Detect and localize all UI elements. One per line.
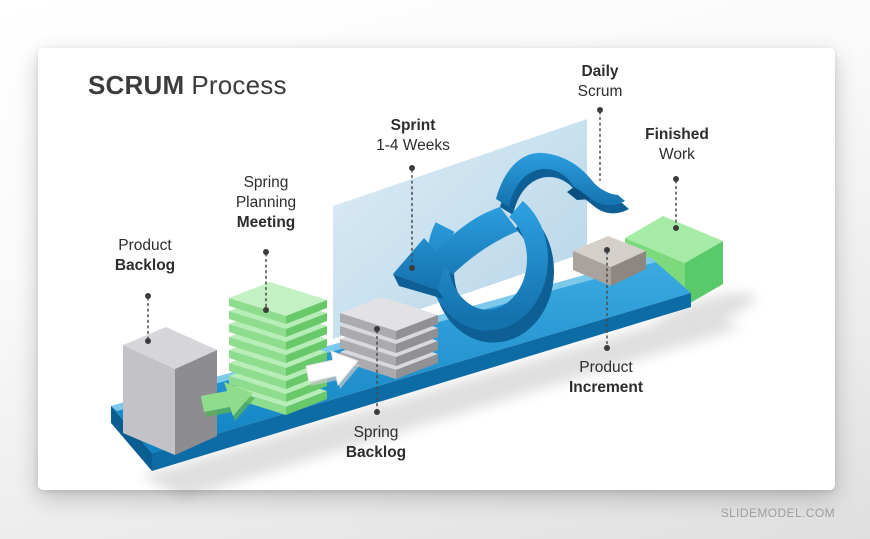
title-regular-text: Process [191, 70, 287, 100]
connector-dots [145, 107, 679, 415]
watermark: SLIDEMODEL.COM [720, 506, 835, 520]
label-line: Product [118, 237, 172, 254]
green-arrow [201, 382, 255, 421]
connectors [147, 111, 677, 411]
title-bold-text: SCRUM [88, 70, 185, 100]
label-line: Spring [243, 174, 289, 191]
label-line: Scrum [577, 83, 623, 100]
label-line: Product [579, 359, 633, 376]
product-backlog-box [123, 327, 217, 455]
label-sprint: Sprint 1-4 Weeks [376, 116, 450, 156]
label-line: Finished [645, 126, 709, 143]
sprint-loop-arch [496, 152, 629, 215]
label-finished-work: Finished Work [645, 125, 709, 165]
label-line: Planning [235, 194, 297, 211]
label-line: Backlog [114, 257, 176, 274]
label-product-backlog: Product Backlog [115, 236, 175, 276]
label-line: Meeting [236, 214, 296, 231]
label-line: Increment [568, 379, 644, 396]
label-line: Sprint [390, 117, 436, 134]
label-sprint-backlog: Spring Backlog [346, 423, 406, 463]
label-line: 1-4 Weeks [376, 137, 450, 154]
sprint-backlog-stack [340, 297, 438, 379]
label-daily-scrum: Daily Scrum [578, 62, 623, 102]
white-arrow [305, 350, 360, 389]
label-line: Spring [353, 424, 399, 441]
sprint-planning-stack [229, 282, 327, 415]
label-product-increment: Product Increment [569, 358, 643, 398]
label-line: Daily [581, 63, 619, 80]
sprint-loop-arrowhead [393, 207, 518, 299]
label-line: Backlog [345, 444, 407, 461]
label-line: Work [659, 146, 695, 163]
ground-shadow [140, 292, 755, 498]
label-sprint-planning-meeting: Spring Planning Meeting [236, 173, 296, 233]
